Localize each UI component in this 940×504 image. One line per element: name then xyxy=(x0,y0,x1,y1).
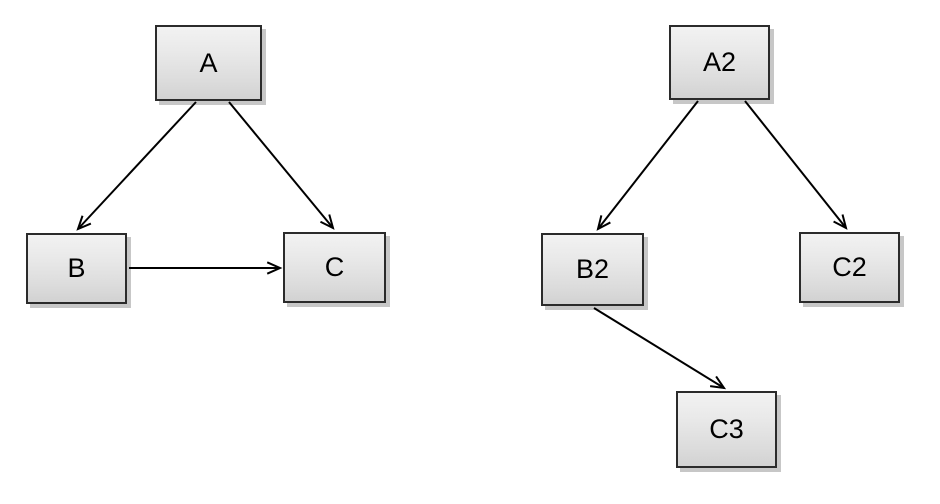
arrowhead-icon xyxy=(320,214,335,230)
node-label: B xyxy=(67,253,86,283)
edge-line xyxy=(597,100,699,230)
arrowhead-icon xyxy=(266,261,283,275)
arrowhead-icon xyxy=(76,215,92,231)
node-label: C2 xyxy=(832,252,867,282)
edge-a2-c2[interactable] xyxy=(744,100,848,230)
edge-line xyxy=(77,101,197,230)
edge-a2-b2[interactable] xyxy=(596,100,699,231)
node-label: C3 xyxy=(709,414,744,444)
node-a2[interactable]: A2 xyxy=(669,25,770,100)
node-b[interactable]: B xyxy=(26,233,127,304)
node-label: C xyxy=(324,252,345,282)
edge-b-c[interactable] xyxy=(129,261,283,275)
edge-line xyxy=(593,307,725,389)
edge-a-c[interactable] xyxy=(228,101,335,230)
node-label: A2 xyxy=(702,47,737,77)
node-b2[interactable]: B2 xyxy=(541,233,644,306)
node-c2[interactable]: C2 xyxy=(799,232,900,303)
edge-b2-c3[interactable] xyxy=(593,307,727,390)
node-c[interactable]: C xyxy=(283,232,386,303)
node-c3[interactable]: C3 xyxy=(676,391,777,468)
arrowhead-icon xyxy=(833,214,848,230)
arrowhead-icon xyxy=(709,375,727,390)
arrowhead-icon xyxy=(596,215,611,231)
edge-line xyxy=(744,100,847,229)
node-label: B2 xyxy=(575,254,610,284)
edge-line xyxy=(228,101,334,229)
node-a[interactable]: A xyxy=(155,25,262,101)
edge-a-b[interactable] xyxy=(76,101,197,231)
node-label: A xyxy=(199,47,218,78)
